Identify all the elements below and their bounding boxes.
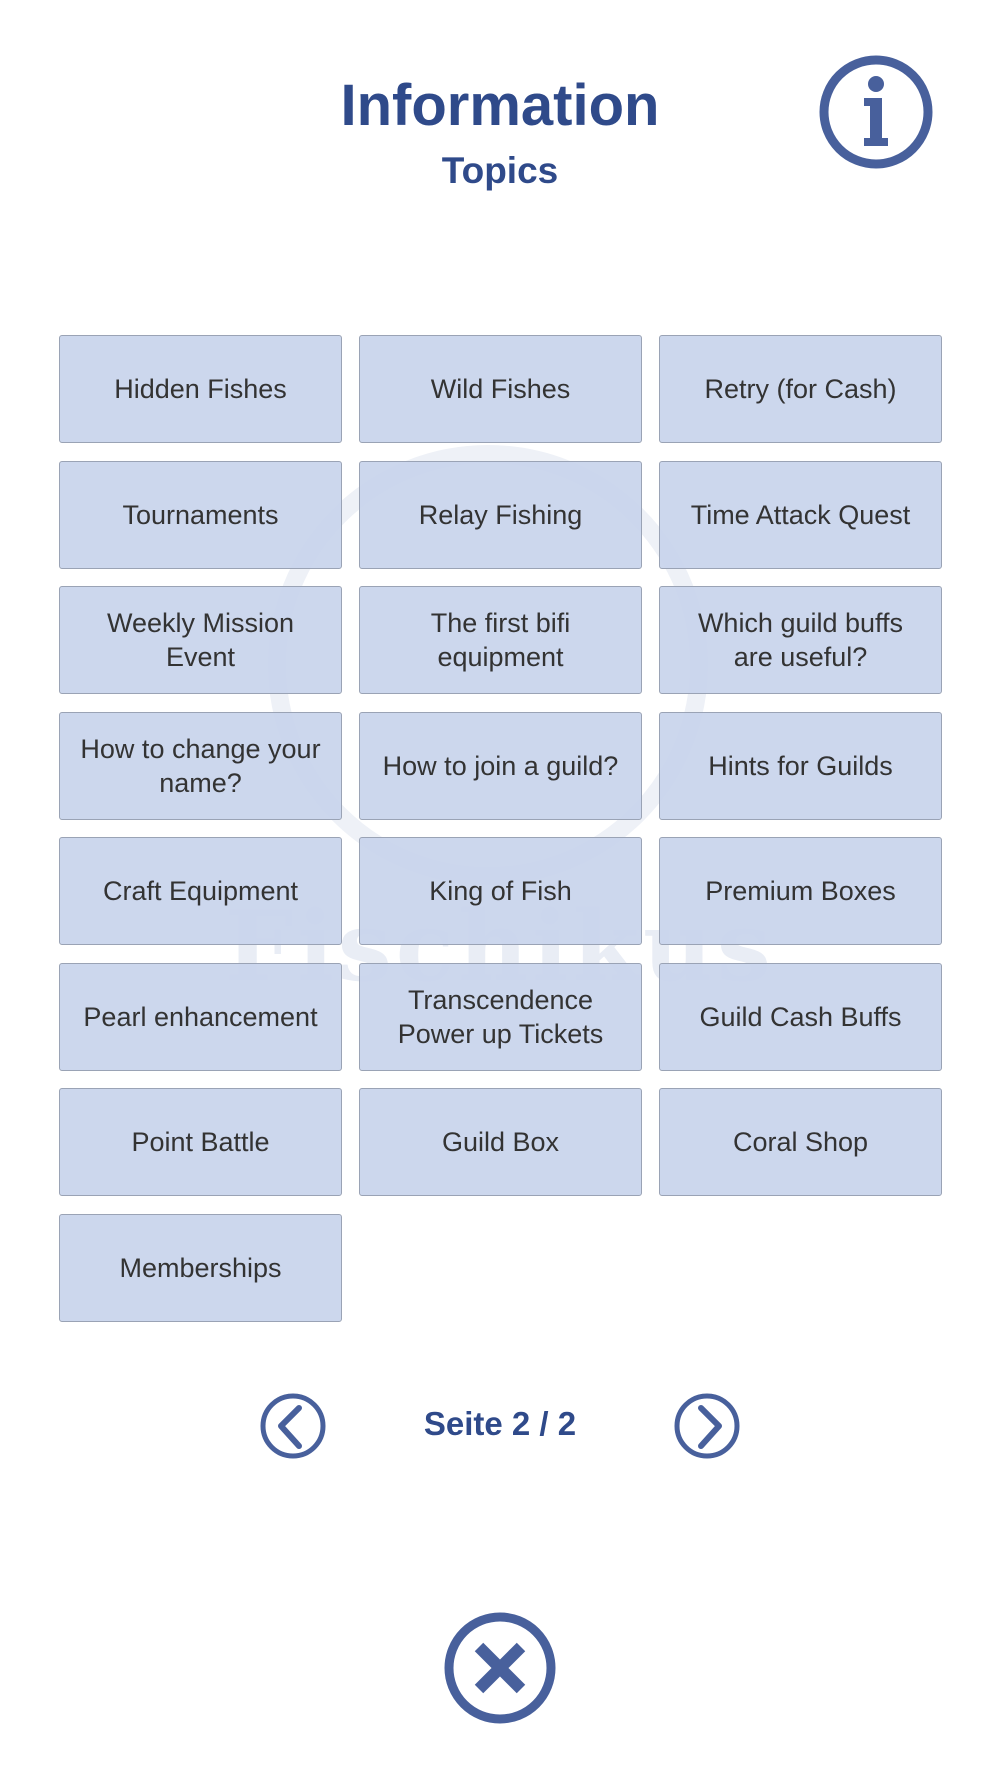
topic-button[interactable]: Wild Fishes [359, 335, 642, 443]
topic-button[interactable]: Which guild buffs are useful? [659, 586, 942, 694]
topic-button[interactable]: Hints for Guilds [659, 711, 942, 820]
info-icon [819, 55, 933, 169]
topic-button[interactable]: How to join a guild? [359, 711, 642, 820]
info-button[interactable] [818, 54, 934, 170]
next-page-button[interactable] [673, 1392, 741, 1460]
chevron-right-icon [674, 1393, 740, 1459]
topic-button[interactable]: Tournaments [59, 460, 342, 569]
topic-button[interactable]: Guild Cash Buffs [659, 962, 942, 1071]
topic-button[interactable]: King of Fish [359, 837, 642, 945]
topic-button[interactable]: Time Attack Quest [659, 460, 942, 569]
topic-button[interactable]: Memberships [59, 1213, 342, 1322]
page-indicator: Seite 2 / 2 [423, 1405, 577, 1442]
topic-button[interactable]: Pearl enhancement [59, 962, 342, 1071]
topic-button[interactable]: Retry (for Cash) [659, 335, 942, 443]
page-title: Information [340, 73, 660, 138]
topic-button[interactable]: Craft Equipment [59, 837, 342, 945]
topic-button[interactable]: Transcendence Power up Tickets [359, 962, 642, 1071]
chevron-left-icon [260, 1393, 326, 1459]
topic-button[interactable]: Coral Shop [659, 1088, 942, 1196]
topic-button[interactable]: Premium Boxes [659, 837, 942, 945]
close-button[interactable] [443, 1611, 557, 1725]
topic-button[interactable]: Hidden Fishes [59, 335, 342, 443]
previous-page-button[interactable] [259, 1392, 327, 1460]
topic-button[interactable]: Weekly Mission Event [59, 586, 342, 694]
close-icon [444, 1612, 556, 1724]
topic-button[interactable]: Point Battle [59, 1088, 342, 1196]
topic-button[interactable]: Relay Fishing [359, 460, 642, 569]
topic-button[interactable]: Guild Box [359, 1088, 642, 1196]
topic-button[interactable]: The first bifi equipment [359, 586, 642, 694]
topic-button[interactable]: How to change your name? [59, 711, 342, 820]
page-subtitle: Topics [441, 150, 559, 191]
